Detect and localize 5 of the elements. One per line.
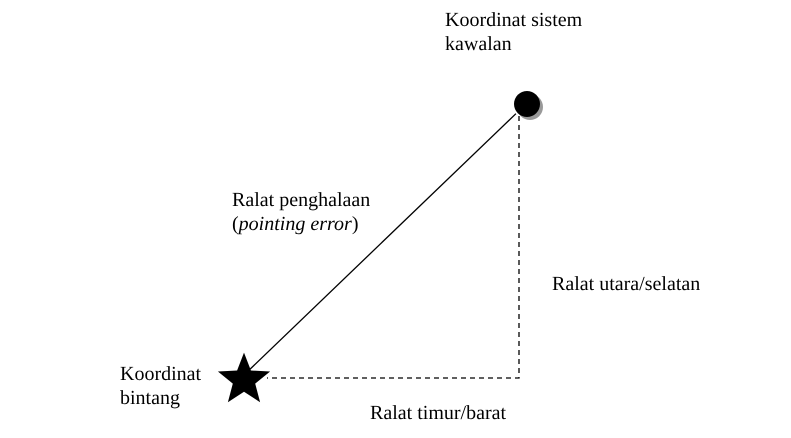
node-caption: Koordinat bintang (120, 362, 202, 410)
node-label: Koordinat sistem kawalan (445, 8, 584, 56)
edge-label: Ralat penghalaan (pointing error) (232, 188, 372, 236)
error-label: Ralat timur/barat (370, 401, 506, 425)
error-label: Ralat utara/selatan (552, 272, 700, 296)
